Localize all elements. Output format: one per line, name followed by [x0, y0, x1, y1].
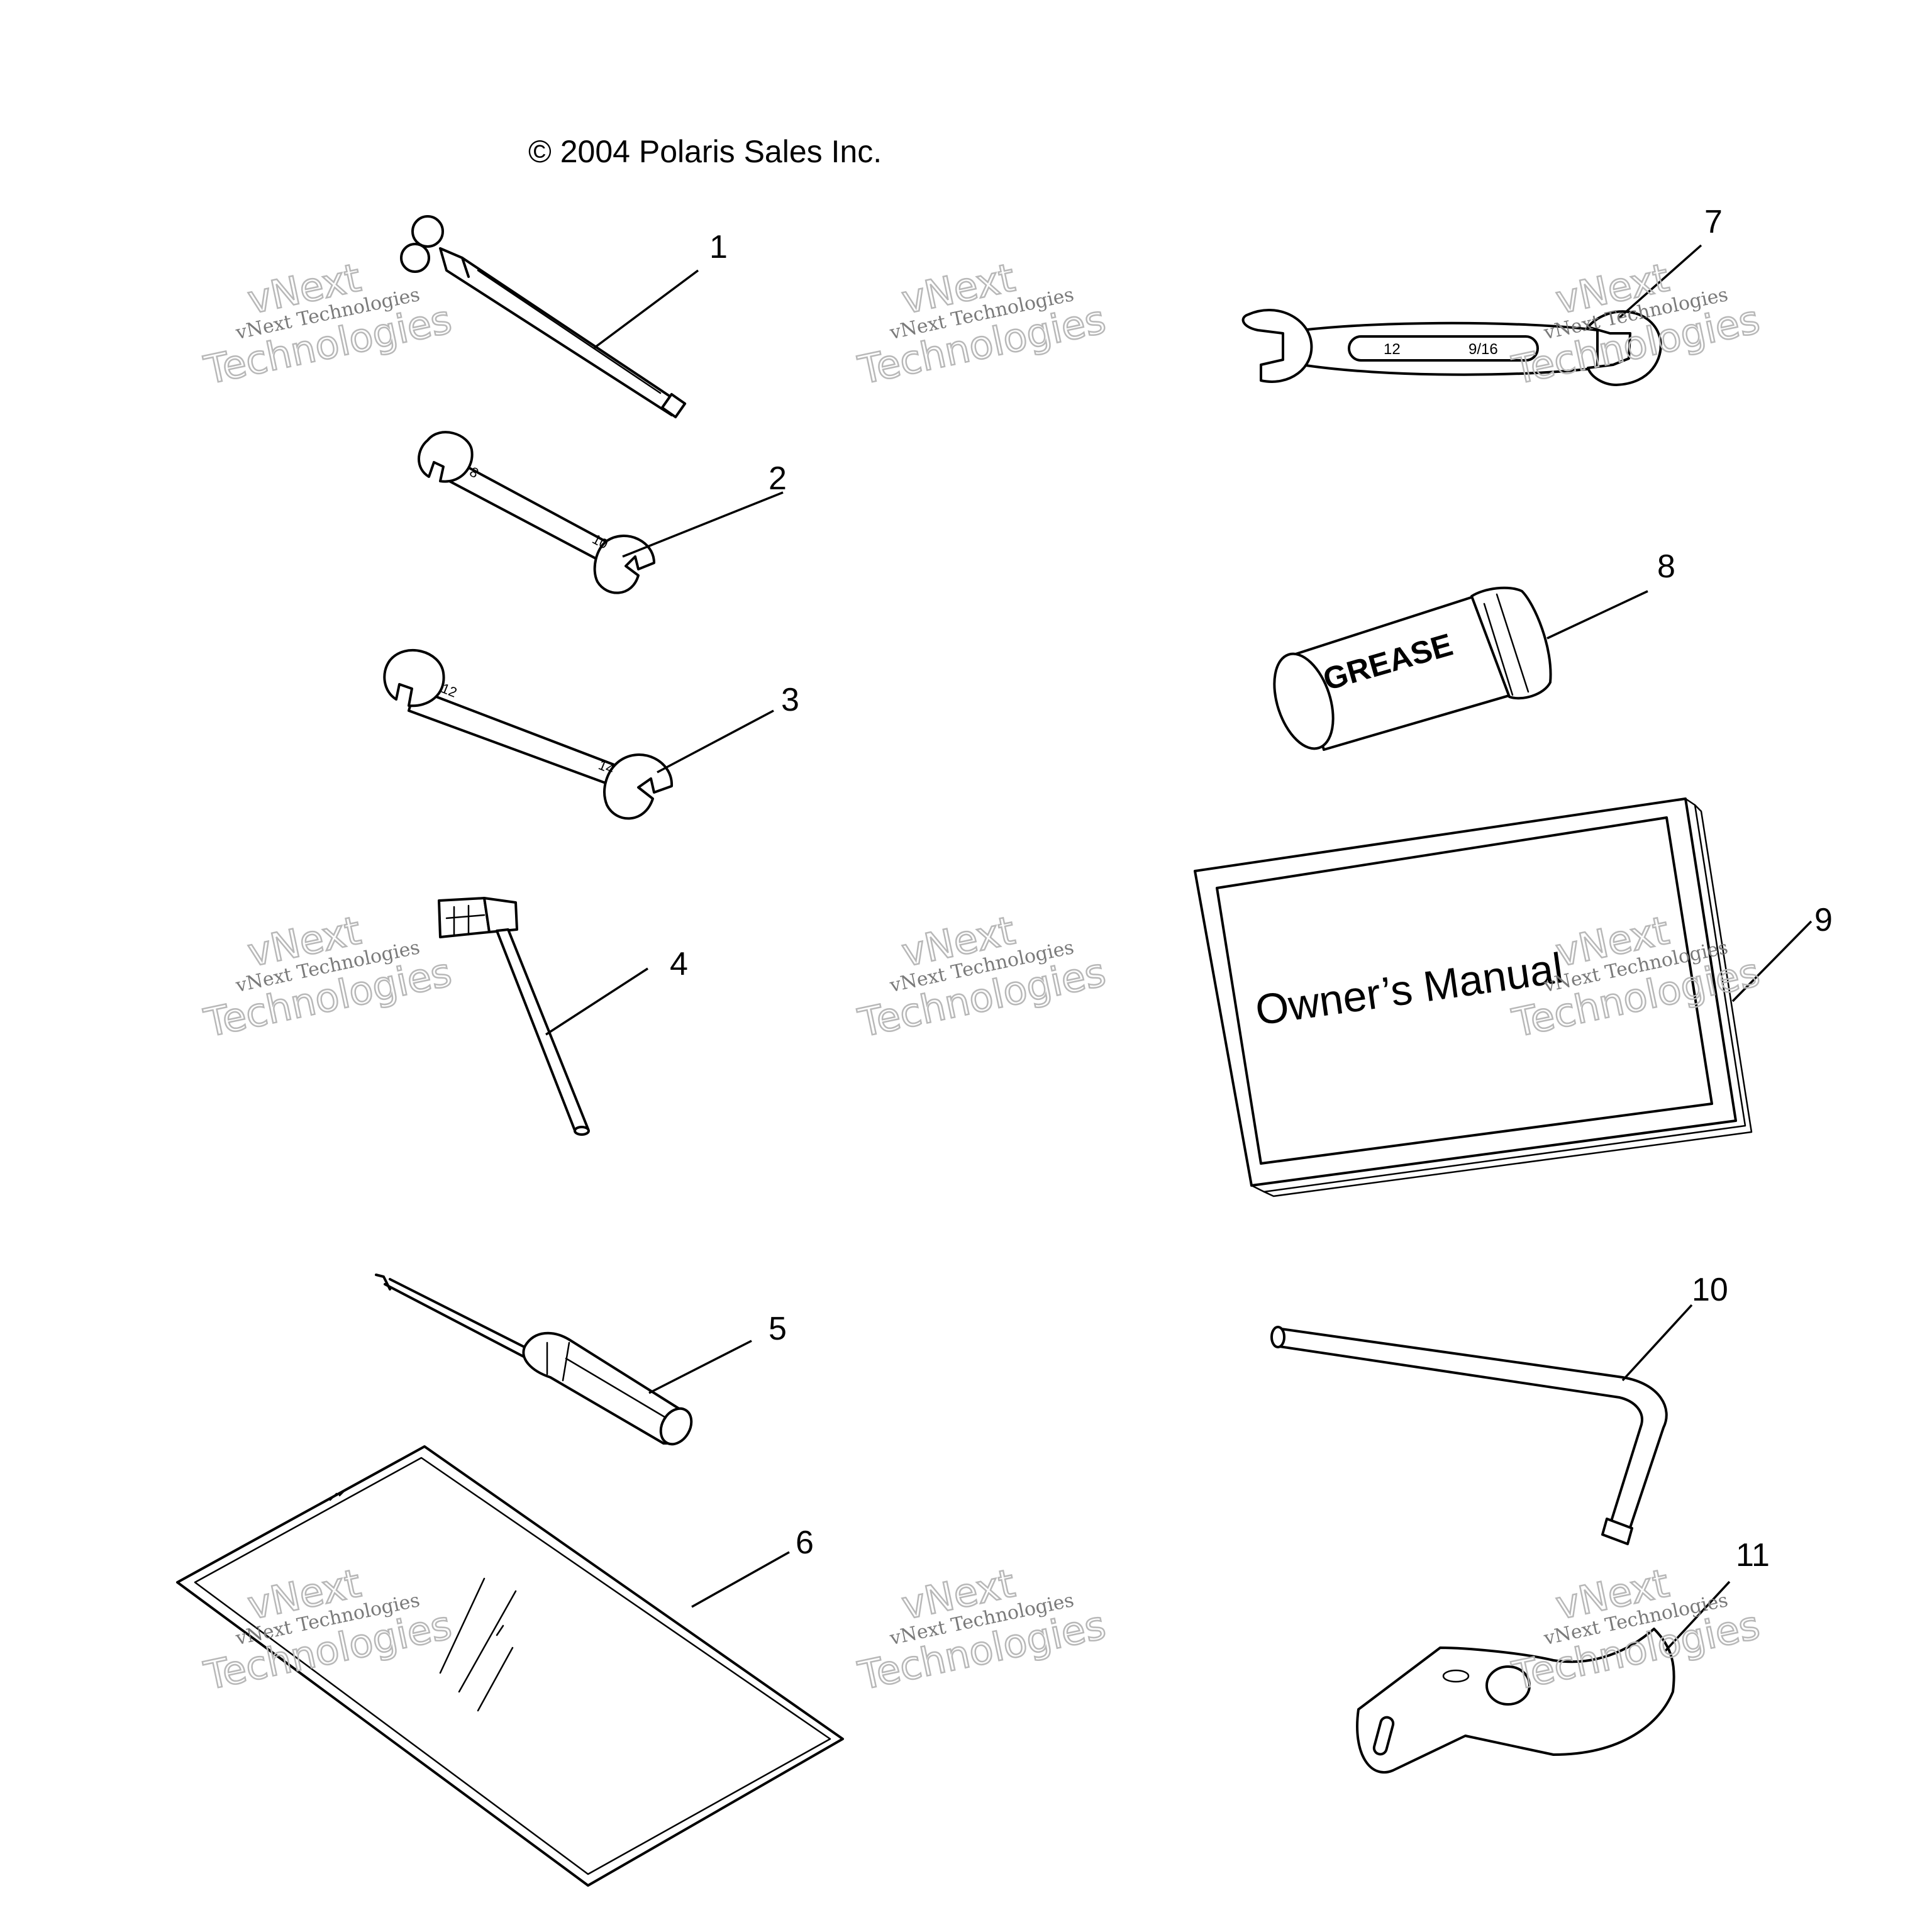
- callout-5: 5: [769, 1311, 787, 1347]
- leader-line-1: [593, 269, 699, 349]
- leader-line-7: [1618, 244, 1702, 319]
- wrench-size-label: 12: [1384, 341, 1401, 358]
- callout-9: 9: [1814, 902, 1833, 938]
- leader-line-6: [691, 1551, 790, 1608]
- leader-line-9: [1731, 920, 1813, 1002]
- callout-6: 6: [796, 1524, 814, 1561]
- part-2-wrench-8x10[interactable]: 8 10: [418, 431, 655, 594]
- callout-7: 7: [1704, 204, 1723, 240]
- part-6-plastic-bag[interactable]: [176, 1445, 844, 1887]
- leader-line-8: [1546, 590, 1648, 640]
- callout-8: 8: [1657, 548, 1675, 585]
- wrench-size-label: 9/16: [1468, 341, 1498, 358]
- callout-1: 1: [709, 229, 728, 265]
- callout-11: 11: [1736, 1537, 1770, 1574]
- leader-line-4: [545, 967, 648, 1036]
- watermark: vNext vNext Technologies Technologies: [853, 1559, 1110, 1699]
- watermark: vNext vNext Technologies Technologies: [853, 906, 1110, 1046]
- watermark: vNext vNext Technologies Technologies: [199, 906, 456, 1046]
- callout-3: 3: [781, 682, 799, 718]
- callout-10: 10: [1692, 1272, 1728, 1308]
- callout-2: 2: [769, 460, 787, 497]
- part-5-screwdriver[interactable]: [375, 1274, 697, 1450]
- part-8-grease-tube[interactable]: GREASE: [1263, 586, 1552, 756]
- part-3-wrench-12x14[interactable]: 12 14: [383, 649, 674, 820]
- leader-line-10: [1621, 1304, 1693, 1382]
- copyright-text: © 2004 Polaris Sales Inc.: [528, 134, 882, 169]
- part-1-pressure-gauge[interactable]: [400, 215, 687, 419]
- leader-line-11: [1664, 1580, 1731, 1652]
- callout-4: 4: [670, 946, 688, 982]
- part-7-wrench-12x9-16[interactable]: 12 9/16: [1241, 308, 1662, 386]
- part-11-bracket[interactable]: [1356, 1628, 1675, 1774]
- leader-line-3: [657, 709, 774, 774]
- leader-line-2: [622, 491, 784, 558]
- watermark: vNext vNext Technologies Technologies: [853, 253, 1110, 394]
- part-10-hex-key[interactable]: [1270, 1326, 1668, 1545]
- part-9-owners-manual[interactable]: Owner’s Manual: [1194, 797, 1753, 1197]
- part-4-spark-plug-socket[interactable]: [438, 897, 590, 1136]
- leader-line-5: [648, 1340, 752, 1394]
